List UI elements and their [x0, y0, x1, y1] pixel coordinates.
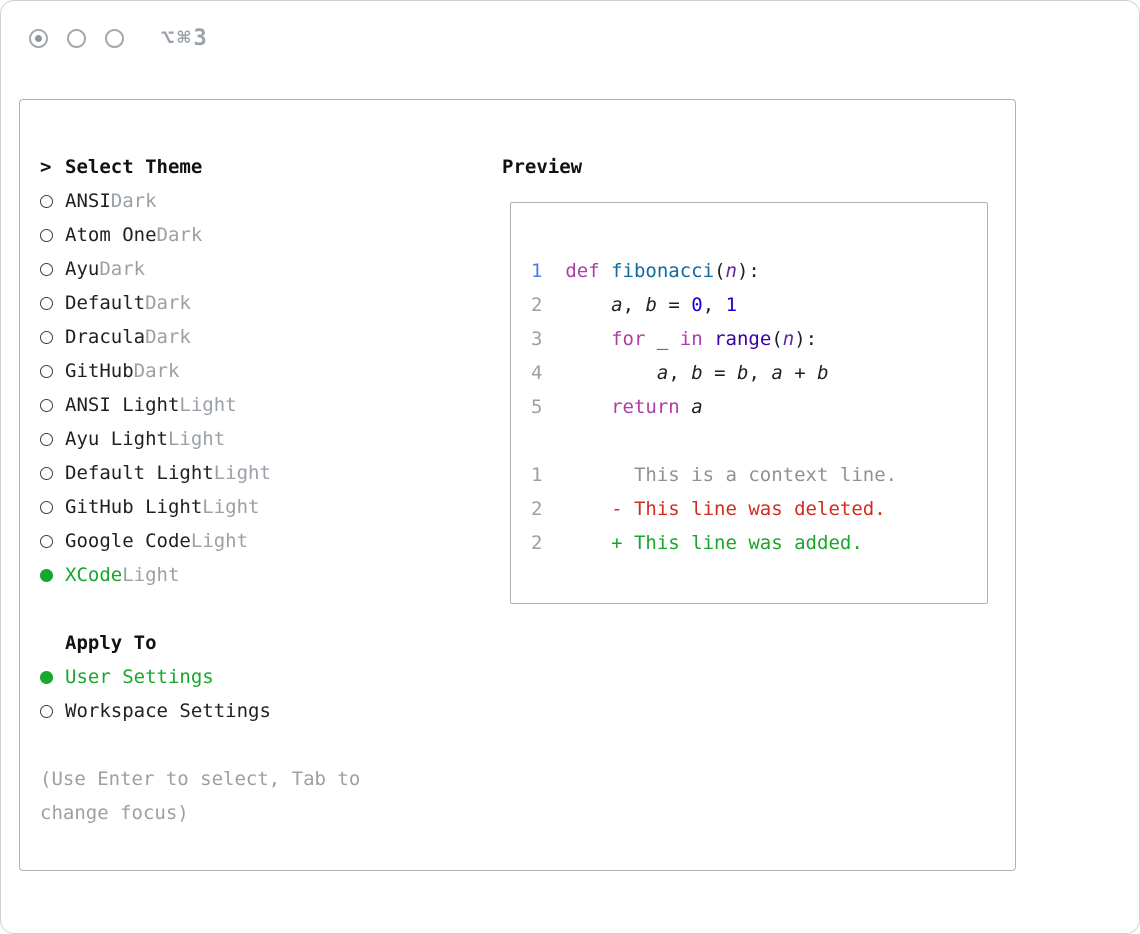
radio-icon [40, 466, 53, 480]
window-control-dot-icon [35, 35, 42, 42]
theme-option-ansi[interactable]: ANSI Dark [40, 184, 480, 218]
radio-icon [40, 534, 53, 548]
theme-name: GitHub Light [65, 496, 203, 518]
radio-icon [40, 398, 53, 412]
code-block: 1 def fibonacci(n): 2 a, b = 0, 1 3 for _ … [531, 254, 897, 560]
theme-variant: Light [213, 462, 271, 484]
select-theme-header: > Select Theme [40, 150, 480, 184]
theme-option-default-light[interactable]: Default Light Light [40, 456, 480, 490]
theme-option-ayu-light[interactable]: Ayu Light Light [40, 422, 480, 456]
code-line: 4 a, b = b, a + b [531, 362, 829, 384]
preview-title: Preview [502, 156, 583, 178]
theme-option-default[interactable]: Default Dark [40, 286, 480, 320]
keyboard-shortcut-label: ⌥⌘3 [161, 26, 210, 51]
code-blank-line [531, 424, 897, 458]
window-control-active-icon[interactable] [29, 29, 48, 48]
radio-icon [40, 704, 53, 718]
theme-variant: Light [167, 428, 226, 450]
prompt-chevron-icon: > [40, 156, 52, 178]
theme-variant: Dark [145, 292, 191, 314]
titlebar: ⌥⌘3 [1, 1, 1139, 71]
theme-name: Atom One [65, 224, 157, 246]
theme-name: XCode [65, 564, 123, 586]
theme-option-xcode[interactable]: XCode Light [40, 558, 480, 592]
theme-name: Dracula [65, 326, 146, 348]
code-line: 3 for _ in range(n): [531, 328, 818, 350]
theme-option-ayu[interactable]: Ayu Dark [40, 252, 480, 286]
theme-name: GitHub [65, 360, 134, 382]
diff-line: 2 - This line was deleted. [531, 498, 886, 520]
theme-option-ansi-light[interactable]: ANSI Light Light [40, 388, 480, 422]
apply-option-label: Workspace Settings [65, 700, 271, 722]
theme-variant: Dark [110, 190, 157, 212]
theme-name: Default Light [65, 462, 214, 484]
usage-hint: (Use Enter to select, Tab to change focu… [40, 768, 361, 824]
preview-box: 1 def fibonacci(n): 2 a, b = 0, 1 3 for _ … [510, 202, 988, 604]
theme-name: Google Code [65, 530, 191, 552]
apply-to-header: Apply To [40, 626, 480, 660]
radio-selected-icon [40, 670, 53, 684]
code-line: 5 return a [531, 396, 703, 418]
theme-variant: Dark [145, 326, 191, 348]
theme-option-dracula[interactable]: Dracula Dark [40, 320, 480, 354]
apply-option-workspace-settings[interactable]: Workspace Settings [40, 694, 480, 728]
theme-variant: Light [202, 496, 260, 518]
diff-line: 1 This is a context line. [531, 464, 898, 486]
radio-icon [40, 262, 53, 276]
theme-name: Ayu [65, 258, 100, 280]
theme-variant: Light [179, 394, 237, 416]
radio-icon [40, 228, 53, 242]
theme-variant: Dark [156, 224, 203, 246]
radio-selected-icon [40, 568, 53, 582]
apply-to-title: Apply To [65, 632, 157, 654]
theme-variant: Dark [133, 360, 180, 382]
radio-icon [40, 296, 53, 310]
select-theme-title: Select Theme [65, 156, 203, 178]
theme-name: ANSI Light [65, 394, 180, 416]
code-line: 2 a, b = 0, 1 [531, 294, 738, 316]
window-control-icon[interactable] [67, 29, 86, 48]
code-line: 1 def fibonacci(n): [531, 260, 760, 282]
radio-icon [40, 330, 53, 344]
theme-option-github[interactable]: GitHub Dark [40, 354, 480, 388]
apply-option-label: User Settings [65, 666, 214, 688]
radio-icon [40, 500, 53, 514]
radio-icon [40, 364, 53, 378]
radio-icon [40, 194, 53, 208]
theme-option-atom-one[interactable]: Atom One Dark [40, 218, 480, 252]
theme-name: Default [65, 292, 146, 314]
theme-variant: Dark [99, 258, 146, 280]
theme-variant: Light [190, 530, 249, 552]
theme-option-google-code[interactable]: Google Code Light [40, 524, 480, 558]
theme-name: Ayu Light [65, 428, 168, 450]
apply-option-user-settings[interactable]: User Settings [40, 660, 480, 694]
window-control-icon[interactable] [105, 29, 124, 48]
theme-name: ANSI [65, 190, 111, 212]
theme-option-github-light[interactable]: GitHub Light Light [40, 490, 480, 524]
radio-icon [40, 432, 53, 446]
theme-variant: Light [122, 564, 180, 586]
diff-line: 2 + This line was added. [531, 532, 863, 554]
